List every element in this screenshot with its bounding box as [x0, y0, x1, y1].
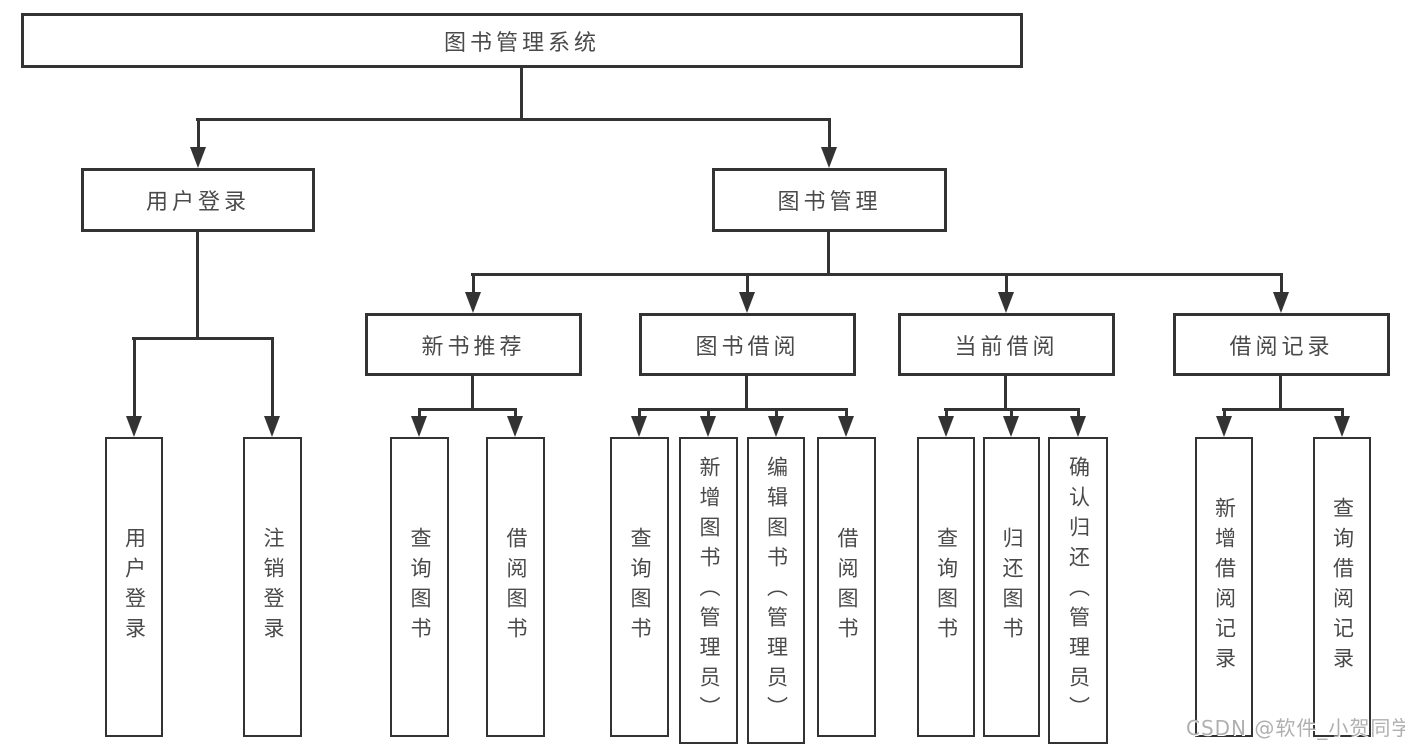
- leaf-query-books-2-label: 查询图书: [628, 527, 653, 647]
- node-book-borrow: 图书借阅: [639, 313, 856, 376]
- arrow-down-icon: [411, 416, 427, 437]
- watermark: CSDN @软件_小贺同学: [1186, 716, 1405, 740]
- connector-line: [845, 408, 848, 420]
- connector-line: [1280, 273, 1283, 296]
- connector-line: [1004, 376, 1007, 411]
- node-book-borrow-label: 图书借阅: [695, 334, 800, 360]
- arrow-down-icon: [1003, 416, 1019, 437]
- leaf-borrow-books-1-label: 借阅图书: [504, 527, 529, 647]
- connector-line: [1010, 408, 1013, 420]
- node-book-management: 图书管理: [712, 168, 947, 232]
- leaf-query-books-1-label: 查询图书: [408, 527, 433, 647]
- node-current-borrow-label: 当前借阅: [954, 334, 1059, 360]
- arrow-down-icon: [507, 416, 523, 437]
- node-current-borrow: 当前借阅: [898, 313, 1115, 376]
- arrow-down-icon: [821, 147, 837, 168]
- leaf-return-book: 归还图书: [983, 437, 1040, 737]
- connector-line: [638, 408, 848, 411]
- node-user-login-label: 用户登录: [145, 190, 250, 215]
- connector-line: [1223, 408, 1226, 420]
- connector-line: [746, 273, 749, 296]
- arrow-down-icon: [739, 292, 755, 313]
- arrow-down-icon: [1273, 292, 1289, 313]
- leaf-query-books-3: 查询图书: [917, 437, 975, 737]
- connector-line: [1005, 273, 1008, 296]
- arrow-down-icon: [1334, 416, 1350, 437]
- leaf-confirm-return-admin-label: 确认归还（管理员）: [1066, 455, 1091, 726]
- connector-line: [1279, 376, 1282, 411]
- connector-line: [827, 232, 830, 276]
- connector-line: [271, 337, 274, 419]
- arrow-down-icon: [1216, 416, 1232, 437]
- leaf-return-book-label: 归还图书: [1000, 527, 1025, 647]
- connector-line: [418, 408, 517, 411]
- arrow-down-icon: [264, 416, 280, 437]
- leaf-query-books-1: 查询图书: [390, 437, 449, 737]
- leaf-query-borrow-record-label: 查询借阅记录: [1330, 497, 1355, 677]
- connector-line: [745, 376, 748, 411]
- leaf-confirm-return-admin: 确认归还（管理员）: [1048, 437, 1108, 744]
- arrow-down-icon: [126, 416, 142, 437]
- arrow-down-icon: [938, 416, 954, 437]
- node-new-book-recommend: 新书推荐: [365, 313, 582, 376]
- leaf-query-borrow-record: 查询借阅记录: [1313, 437, 1371, 737]
- arrow-down-icon: [631, 416, 647, 437]
- connector-line: [196, 118, 831, 121]
- node-user-login: 用户登录: [81, 168, 315, 232]
- connector-line: [828, 118, 831, 151]
- leaf-query-books-3-label: 查询图书: [934, 527, 959, 647]
- connector-line: [707, 408, 710, 420]
- leaf-borrow-books-2: 借阅图书: [817, 437, 876, 737]
- connector-line: [945, 408, 948, 420]
- connector-line: [132, 337, 274, 340]
- connector-line: [197, 118, 200, 151]
- arrow-down-icon: [465, 292, 481, 313]
- node-borrow-records-label: 借阅记录: [1229, 334, 1334, 360]
- leaf-add-borrow-record-label: 新增借阅记录: [1212, 497, 1237, 677]
- leaf-edit-book-admin: 编辑图书（管理员）: [747, 437, 805, 744]
- connector-line: [775, 408, 778, 420]
- connector-line: [638, 408, 641, 420]
- connector-line: [514, 408, 517, 420]
- connector-line: [1077, 408, 1080, 420]
- connector-line: [472, 273, 475, 296]
- connector-line: [1341, 408, 1344, 420]
- node-book-management-label: 图书管理: [777, 190, 882, 215]
- arrow-down-icon: [838, 416, 854, 437]
- connector-line: [471, 273, 1283, 276]
- node-borrow-records: 借阅记录: [1173, 313, 1390, 376]
- connector-line: [133, 337, 136, 419]
- arrow-down-icon: [700, 416, 716, 437]
- arrow-down-icon: [1070, 416, 1086, 437]
- leaf-add-borrow-record: 新增借阅记录: [1195, 437, 1253, 737]
- leaf-add-book-admin-label: 新增图书（管理员）: [697, 455, 722, 726]
- leaf-borrow-books-2-label: 借阅图书: [835, 527, 860, 647]
- node-root: 图书管理系统: [21, 13, 1023, 68]
- leaf-logout-label: 注销登录: [261, 527, 286, 647]
- connector-line: [520, 68, 523, 121]
- node-new-book-recommend-label: 新书推荐: [421, 334, 526, 360]
- connector-line: [1222, 408, 1344, 411]
- leaf-logout: 注销登录: [243, 437, 302, 737]
- connector-line: [418, 408, 421, 420]
- connector-line: [196, 232, 199, 340]
- leaf-add-book-admin: 新增图书（管理员）: [679, 437, 738, 744]
- leaf-edit-book-admin-label: 编辑图书（管理员）: [764, 455, 789, 726]
- leaf-user-login: 用户登录: [105, 437, 163, 737]
- leaf-query-books-2: 查询图书: [610, 437, 669, 737]
- leaf-user-login-label: 用户登录: [122, 527, 147, 647]
- leaf-borrow-books-1: 借阅图书: [486, 437, 545, 737]
- arrow-down-icon: [190, 147, 206, 168]
- arrow-down-icon: [768, 416, 784, 437]
- connector-line: [471, 376, 474, 411]
- node-root-label: 图书管理系统: [443, 30, 600, 56]
- arrow-down-icon: [998, 292, 1014, 313]
